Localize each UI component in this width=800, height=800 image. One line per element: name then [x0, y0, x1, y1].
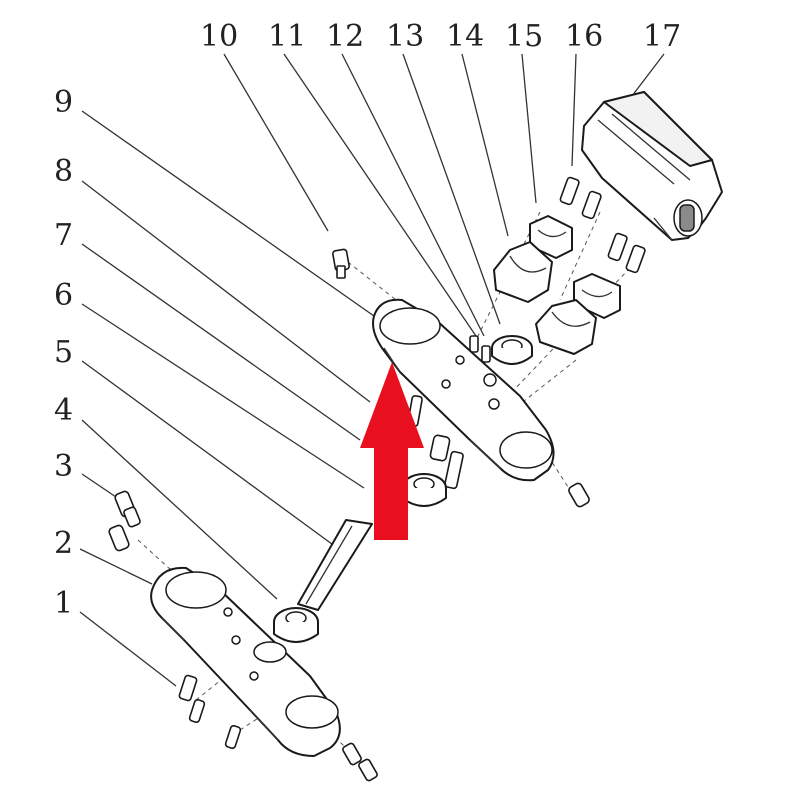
leader-3 [81, 473, 117, 498]
assembly-direction-arrow [360, 362, 424, 540]
label-4: 4 [54, 393, 73, 428]
leader-1 [79, 611, 177, 687]
leader-15 [521, 53, 537, 204]
label-15: 15 [505, 19, 543, 54]
leader-14 [461, 53, 509, 237]
label-7: 7 [54, 218, 73, 253]
label-12: 12 [326, 19, 364, 54]
bolts-8 [407, 395, 464, 490]
label-1: 1 [54, 586, 73, 621]
leader-9 [81, 110, 375, 317]
bolts-3 [108, 490, 141, 552]
pins-11-12 [469, 335, 491, 363]
label-5: 5 [54, 335, 73, 370]
leader-5 [81, 360, 337, 548]
leader-10 [223, 53, 329, 232]
bolts-1 [178, 482, 590, 782]
part-labels: 1 2 3 4 5 6 7 8 9 10 11 12 13 14 15 16 1… [54, 19, 681, 621]
label-9: 9 [54, 85, 73, 120]
leader-6 [81, 303, 365, 489]
nut-13 [491, 335, 533, 365]
leader-8 [81, 180, 371, 403]
leader-lines [79, 53, 665, 687]
leader-2 [79, 548, 153, 585]
steering-stem [297, 519, 373, 611]
upper-bearing [401, 473, 447, 507]
label-10: 10 [200, 19, 238, 54]
label-2: 2 [54, 526, 73, 561]
handlebar-pad [581, 91, 723, 241]
label-6: 6 [54, 278, 73, 313]
leader-13 [402, 53, 501, 325]
bolts-16 [559, 176, 646, 274]
label-14: 14 [446, 19, 484, 54]
leader-11 [283, 53, 477, 337]
leader-4 [81, 419, 278, 600]
leader-16 [571, 53, 577, 167]
leader-12 [341, 53, 485, 337]
label-8: 8 [54, 154, 73, 189]
label-3: 3 [54, 449, 73, 484]
lower-triple-clamp [150, 566, 341, 757]
label-13: 13 [386, 19, 424, 54]
label-16: 16 [565, 19, 603, 54]
lower-bearing [273, 607, 319, 643]
upper-triple-clamp [372, 298, 555, 482]
clamp-caps-15 [529, 215, 621, 319]
leader-7 [81, 243, 361, 441]
leader-17 [631, 53, 665, 97]
label-11: 11 [268, 19, 306, 54]
riser-clamps-14 [493, 241, 597, 355]
bolt-10 [332, 248, 350, 279]
label-17: 17 [643, 19, 681, 54]
